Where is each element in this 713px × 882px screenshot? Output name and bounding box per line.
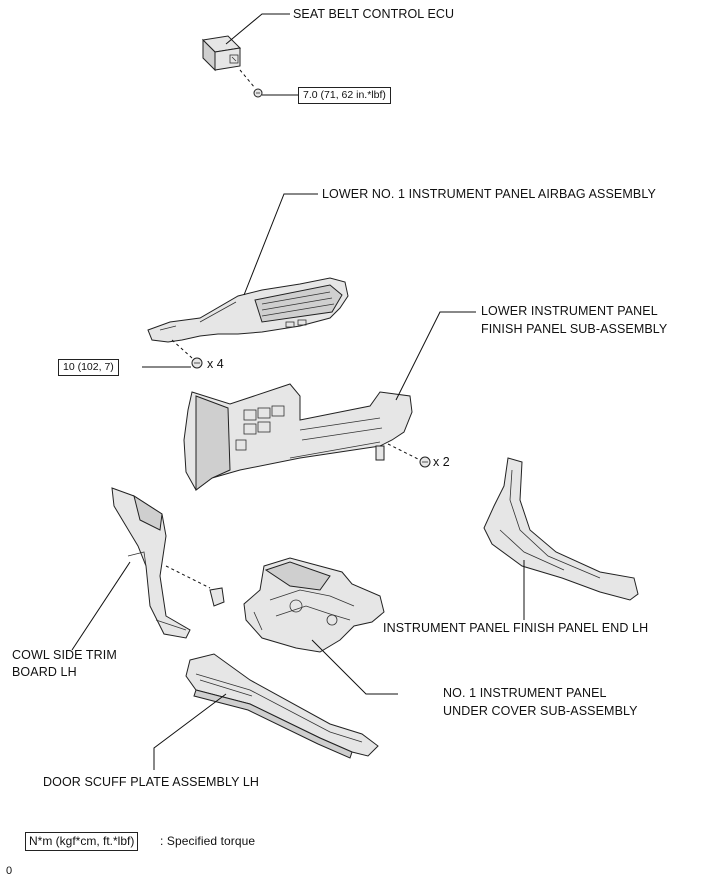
- airbag-bolt: [191, 357, 203, 369]
- airbag-bolt-quantity: x 4: [207, 357, 224, 371]
- finish-panel-part: [183, 383, 413, 491]
- legend-unit-box: N*m (kgf*cm, ft.*lbf): [25, 832, 139, 851]
- finish-panel-leader-line: [395, 311, 476, 401]
- airbag-assembly-label: LOWER NO. 1 INSTRUMENT PANEL AIRBAG ASSE…: [322, 187, 656, 201]
- airbag-torque-box: 10 (102, 7): [58, 359, 119, 376]
- under-cover-leader-line: [311, 639, 398, 695]
- cowl-side-trim-part: [111, 487, 191, 639]
- seat-belt-ecu-part: [201, 35, 242, 72]
- airbag-leader-line: [243, 193, 318, 296]
- finish-panel-label-line1: LOWER INSTRUMENT PANEL: [481, 304, 658, 318]
- finish-panel-end-part: [483, 457, 639, 601]
- ecu-leader-line: [225, 13, 290, 45]
- cowl-leader-line: [71, 561, 131, 651]
- finish-panel-clip-dash-line: [387, 443, 421, 461]
- door-scuff-part: [185, 653, 379, 759]
- ecu-torque-box: 7.0 (71, 62 in.*lbf): [298, 87, 391, 104]
- panel-clip-quantity: x 2: [433, 455, 450, 469]
- finish-panel-end-label: INSTRUMENT PANEL FINISH PANEL END LH: [383, 621, 649, 635]
- door-scuff-label: DOOR SCUFF PLATE ASSEMBLY LH: [43, 775, 260, 789]
- door-scuff-leader-line: [153, 693, 227, 770]
- finish-panel-clip: [419, 456, 431, 468]
- airbag-assembly-part: [147, 277, 349, 343]
- cowl-clip-dash-line: [165, 565, 211, 589]
- under-cover-label-line2: UNDER COVER SUB-ASSEMBLY: [443, 704, 638, 718]
- finish-panel-label-line2: FINISH PANEL SUB-ASSEMBLY: [481, 322, 668, 336]
- airbag-bolt-dash-line: [171, 339, 193, 359]
- cowl-side-trim-label-line1: COWL SIDE TRIM: [12, 648, 117, 662]
- legend-description: : Specified torque: [160, 834, 256, 848]
- under-cover-part: [243, 557, 385, 653]
- seat-belt-ecu-label: SEAT BELT CONTROL ECU: [293, 7, 455, 21]
- ecu-bolt-dash-line: [239, 69, 256, 89]
- cowl-clip: [209, 587, 225, 607]
- under-cover-label-line1: NO. 1 INSTRUMENT PANEL: [443, 686, 607, 700]
- cowl-side-trim-label-line2: BOARD LH: [12, 665, 77, 679]
- ecu-bolt: [253, 88, 263, 98]
- footer-code: 0: [6, 865, 13, 877]
